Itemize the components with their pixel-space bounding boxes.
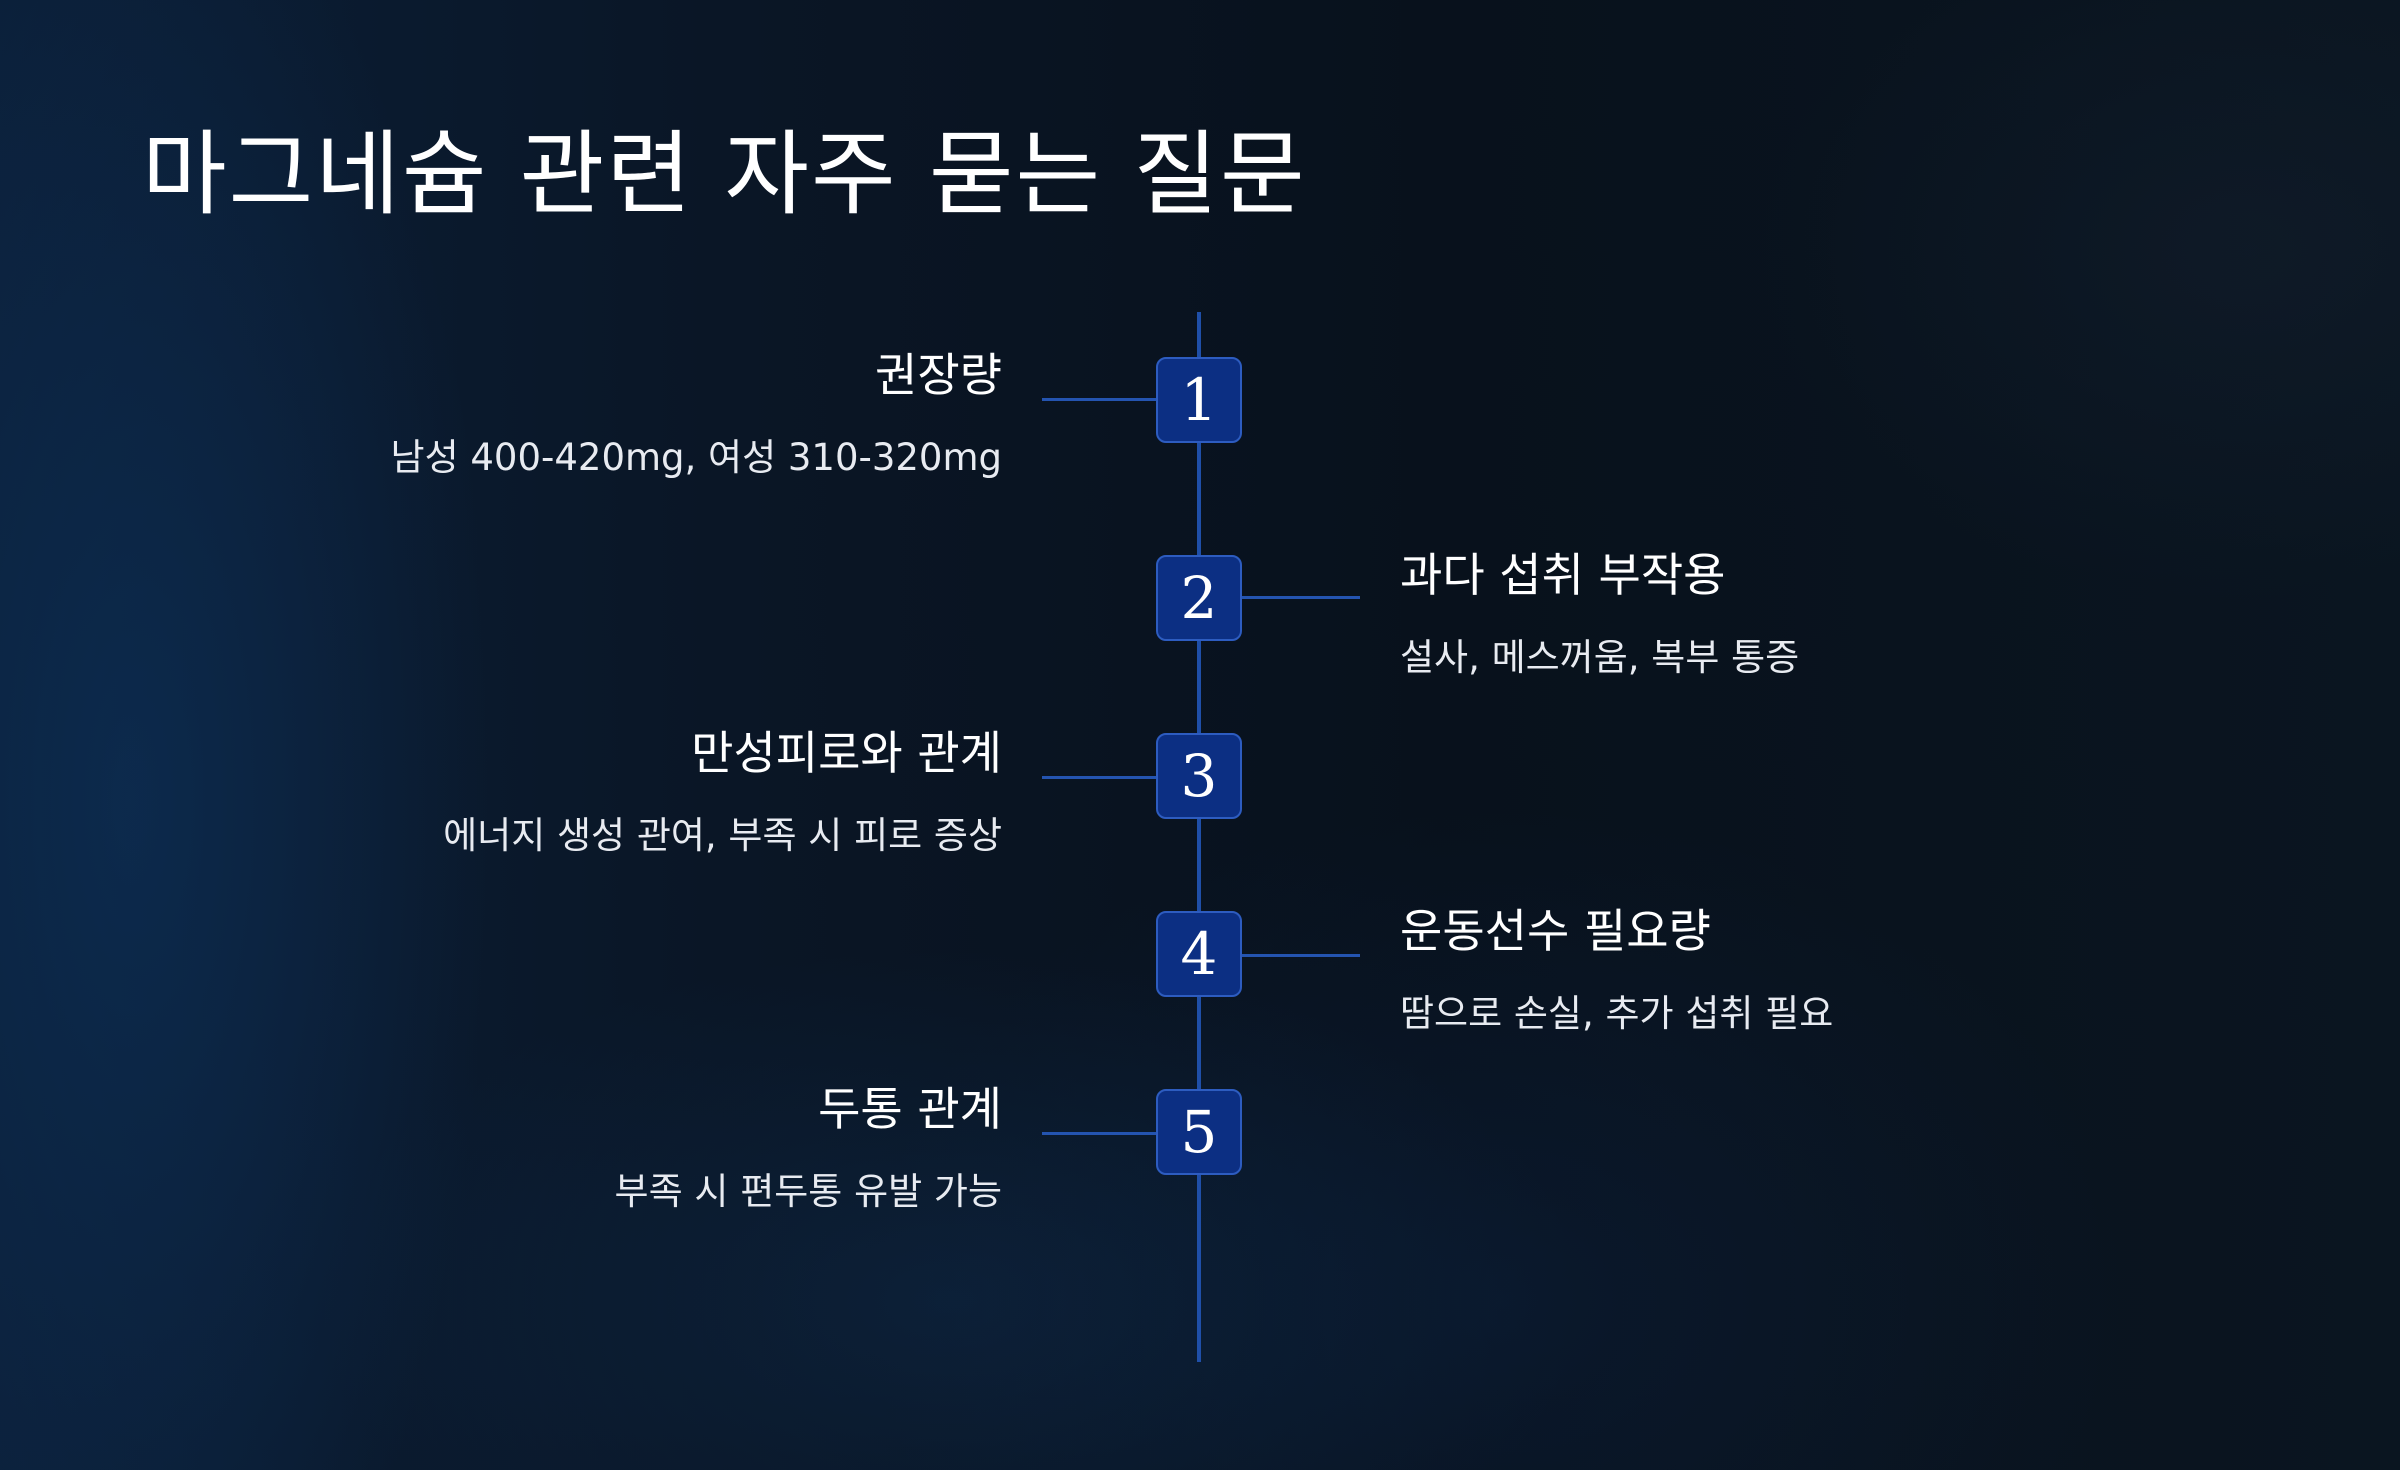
faq-item-description: 설사, 메스꺼움, 복부 통증 xyxy=(1400,636,1800,679)
faq-item-title: 과다 섭취 부작용 xyxy=(1400,548,1726,602)
step-5-badge: 5 xyxy=(1156,1089,1242,1175)
timeline-axis xyxy=(1197,312,1201,1362)
faq-item-description: 에너지 생성 관여, 부족 시 피로 증상 xyxy=(443,814,1002,857)
faq-item-description: 남성 400-420mg, 여성 310-320mg xyxy=(390,436,1002,479)
page-title: 마그네슘 관련 자주 묻는 질문 xyxy=(142,121,1307,228)
step-3-badge: 3 xyxy=(1156,733,1242,819)
step-4-badge: 4 xyxy=(1156,911,1242,997)
faq-item-title: 만성피로와 관계 xyxy=(691,726,1002,780)
connector-5 xyxy=(1042,1132,1158,1135)
faq-item-title: 권장량 xyxy=(875,348,1002,402)
connector-4 xyxy=(1240,954,1360,957)
step-1-badge: 1 xyxy=(1156,357,1242,443)
faq-item-recommended-intake: 권장량 남성 400-420mg, 여성 310-320mg xyxy=(391,346,1002,482)
faq-item-title: 두통 관계 xyxy=(818,1082,1002,1136)
connector-2 xyxy=(1240,596,1360,599)
faq-item-description: 부족 시 편두통 유발 가능 xyxy=(614,1170,1002,1213)
faq-item-title: 운동선수 필요량 xyxy=(1400,904,1711,958)
step-2-badge: 2 xyxy=(1156,555,1242,641)
connector-3 xyxy=(1042,776,1158,779)
connector-1 xyxy=(1042,398,1158,401)
faq-item-chronic-fatigue: 만성피로와 관계 에너지 생성 관여, 부족 시 피로 증상 xyxy=(443,724,1002,860)
faq-item-athlete-requirement: 운동선수 필요량 땀으로 손실, 추가 섭취 필요 xyxy=(1400,902,1833,1038)
faq-item-overdose-side-effects: 과다 섭취 부작용 설사, 메스꺼움, 복부 통증 xyxy=(1400,546,1799,682)
faq-item-description: 땀으로 손실, 추가 섭취 필요 xyxy=(1400,992,1834,1035)
faq-item-headache: 두통 관계 부족 시 편두통 유발 가능 xyxy=(615,1080,1002,1216)
